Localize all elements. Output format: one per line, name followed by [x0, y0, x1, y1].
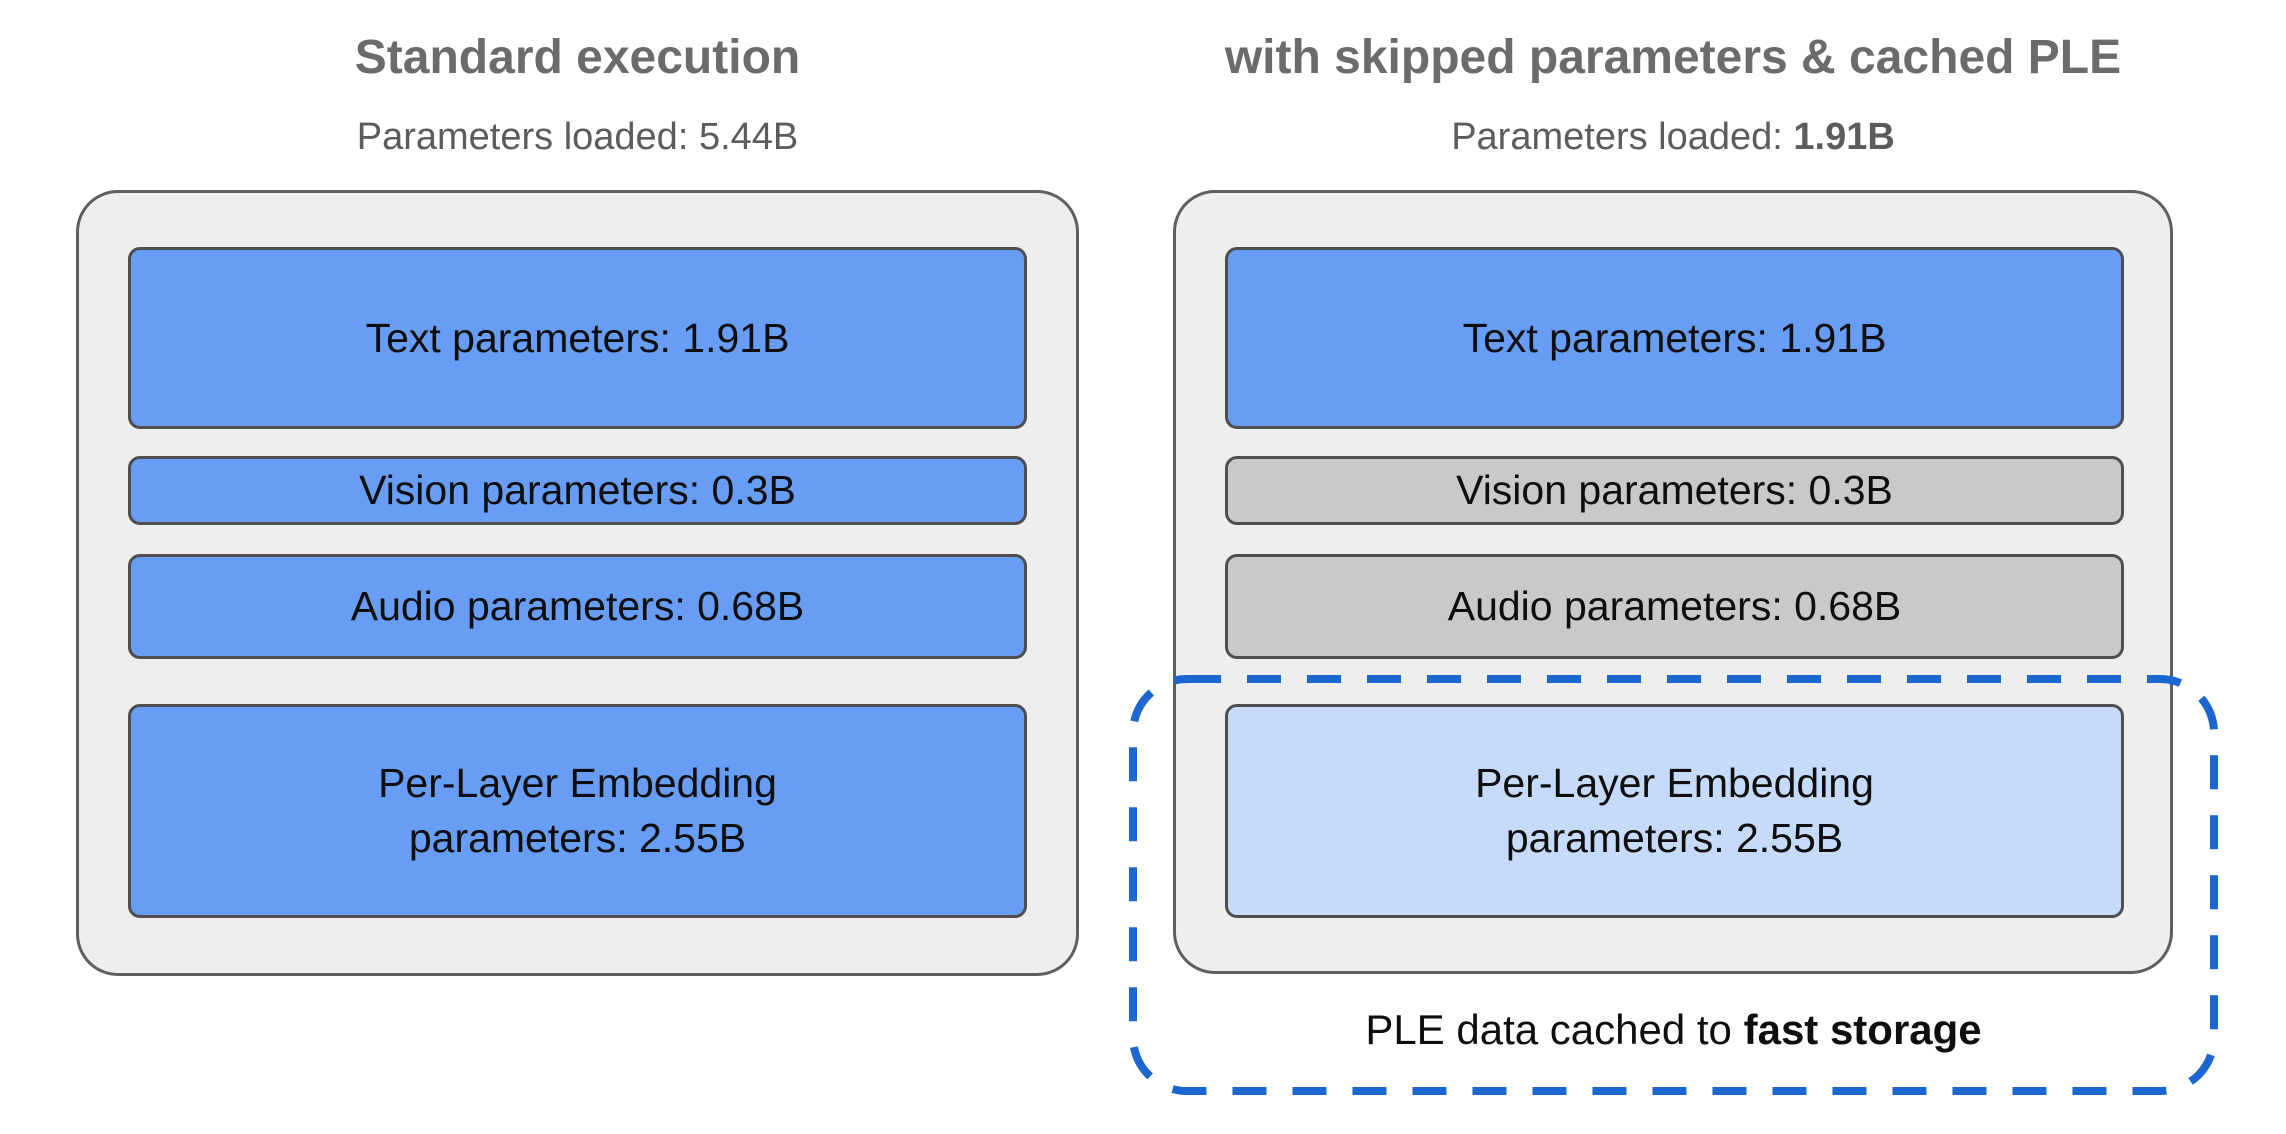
left-ple-parameters-box: Per-Layer Embedding parameters: 2.55B	[128, 704, 1027, 918]
left-text-parameters-label: Text parameters: 1.91B	[365, 314, 790, 361]
left-vision-parameters-label: Vision parameters: 0.3B	[359, 467, 796, 513]
right-panel-subtitle: Parameters loaded: 1.91B	[1173, 112, 2173, 162]
right-audio-parameters-label: Audio parameters: 0.68B	[1447, 583, 1902, 629]
right-ple-parameters-box-cached: Per-Layer Embedding parameters: 2.55B	[1225, 704, 2124, 918]
left-ple-parameters-line1: Per-Layer Embedding	[378, 760, 777, 806]
dashed-rect	[1129, 675, 2218, 1095]
left-panel-title: Standard execution	[354, 31, 801, 84]
left-text-parameters-box: Text parameters: 1.91B	[128, 247, 1027, 429]
right-subtitle-label: Parameters loaded:	[1451, 116, 1794, 158]
left-audio-parameters-box: Audio parameters: 0.68B	[128, 554, 1027, 659]
ple-cache-dashed-outline	[1129, 675, 2218, 1095]
left-model-container: Text parameters: 1.91B Vision parameters…	[76, 190, 1079, 976]
right-text-parameters-box: Text parameters: 1.91B	[1225, 247, 2124, 429]
right-ple-parameters-line2: parameters: 2.55B	[1505, 815, 1844, 861]
left-panel-subtitle: Parameters loaded: 5.44B	[76, 112, 1079, 162]
right-audio-parameters-box-skipped: Audio parameters: 0.68B	[1225, 554, 2124, 659]
left-subtitle-value: 5.44B	[698, 116, 799, 158]
right-text-parameters-label: Text parameters: 1.91B	[1462, 314, 1887, 361]
left-vision-parameters-box: Vision parameters: 0.3B	[128, 456, 1027, 525]
right-model-container: Text parameters: 1.91B Vision parameters…	[1173, 190, 2173, 974]
right-subtitle-value: 1.91B	[1793, 116, 1895, 158]
cache-caption-value: fast storage	[1743, 1006, 1982, 1053]
right-ple-parameters-line1: Per-Layer Embedding	[1475, 760, 1874, 806]
right-panel-title: with skipped parameters & cached PLE	[1224, 31, 2122, 84]
cache-caption-label: PLE data cached to	[1365, 1006, 1744, 1053]
ple-cache-caption: PLE data cached to fast storage	[1133, 1004, 2214, 1056]
left-ple-parameters-line2: parameters: 2.55B	[408, 815, 747, 861]
left-audio-parameters-label: Audio parameters: 0.68B	[350, 583, 805, 629]
right-vision-parameters-label: Vision parameters: 0.3B	[1456, 467, 1893, 513]
left-subtitle-label: Parameters loaded:	[356, 116, 699, 158]
right-vision-parameters-box-skipped: Vision parameters: 0.3B	[1225, 456, 2124, 525]
